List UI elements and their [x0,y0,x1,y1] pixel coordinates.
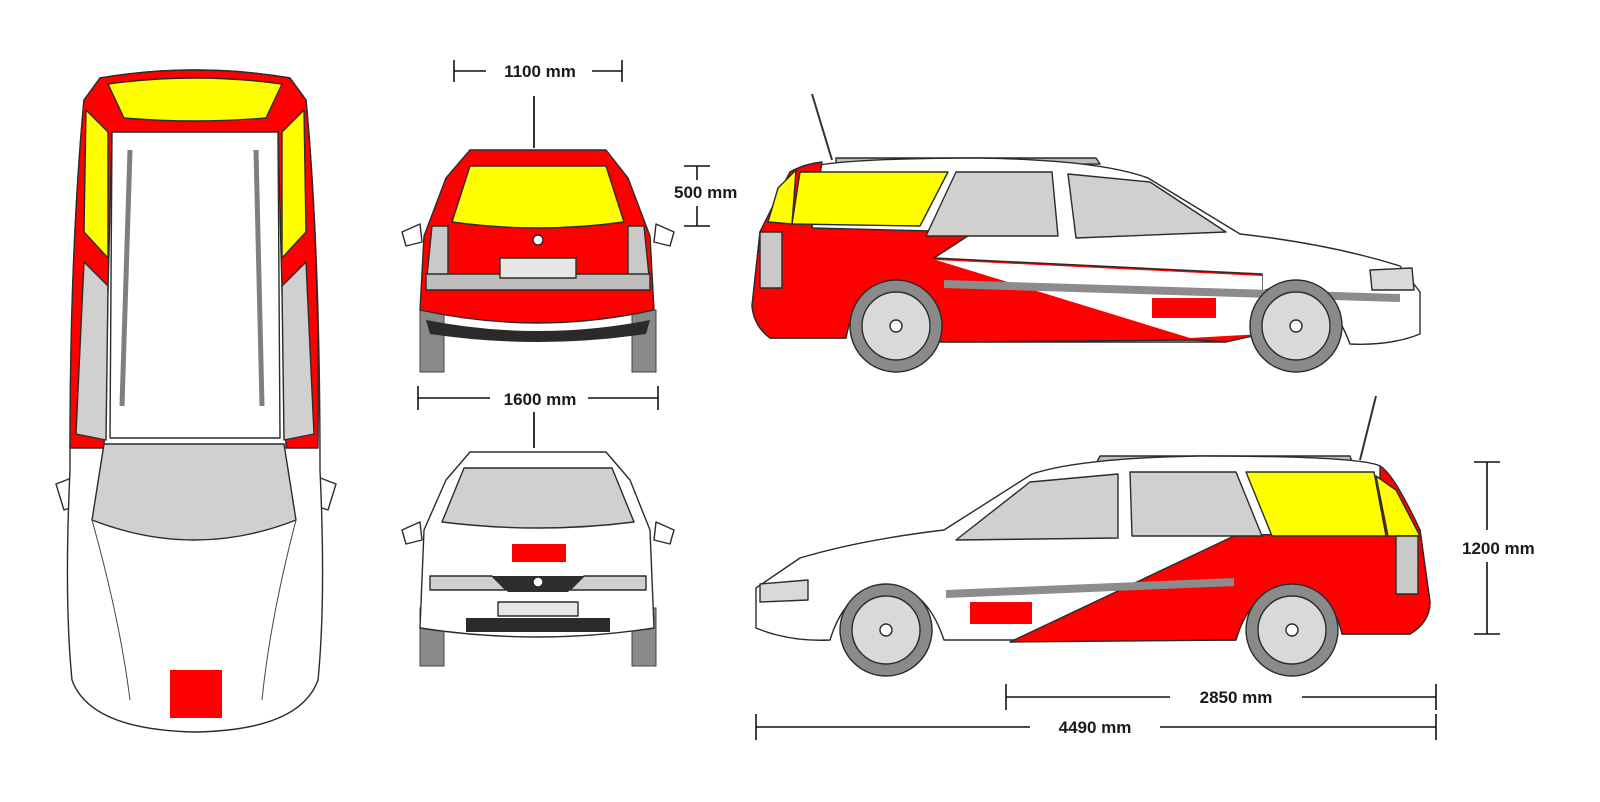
side-antenna-lower [1359,395,1377,461]
dimension-vehicle-width: 1600 mm [417,386,659,410]
lower-rear-side-window [1245,471,1387,537]
rear-right-tyre [631,309,657,373]
rear-window-width-label: 1100 mm [504,62,576,81]
dimension-rear-window-width: 1100 mm [453,60,623,82]
dimension-vehicle-height: 1200 mm [1462,461,1535,635]
side-antenna-upper [811,93,833,161]
rear-view [401,96,675,373]
right-roof-rail [253,149,265,407]
top-view [55,69,337,733]
left-roof-rail [119,149,133,407]
top-roof-panel [109,131,281,439]
rear-window-height-label: 500 mm [674,183,737,202]
rear-window-yellow [451,165,625,229]
dimension-wheelbase: 2850 mm [1005,684,1437,710]
top-rear-window [107,77,283,122]
lower-side-red-panel [970,602,1032,624]
front-red-panel [512,544,566,562]
overall-length-label: 4490 mm [1059,718,1132,737]
dimension-rear-window-height: 500 mm [674,165,737,227]
front-windscreen [441,467,635,529]
top-bonnet-red-panel [170,670,222,718]
top-right-rear-side-window [281,109,307,259]
right-side-view [751,93,1421,373]
vehicle-height-label: 1200 mm [1462,539,1535,558]
dimension-overall-length: 4490 mm [755,714,1437,740]
wheelbase-label: 2850 mm [1200,688,1273,707]
upper-rear-side-window [791,171,949,227]
left-side-view [755,395,1431,677]
rear-left-tyre [419,309,445,373]
top-right-side-glass [281,261,315,441]
vehicle-width-label: 1600 mm [504,390,577,409]
front-view [401,412,675,667]
top-left-rear-side-window [83,109,109,259]
upper-side-red-panel [1152,298,1216,318]
top-left-side-glass [75,261,109,441]
rear-number-plate [499,257,577,279]
top-windscreen [91,443,297,541]
